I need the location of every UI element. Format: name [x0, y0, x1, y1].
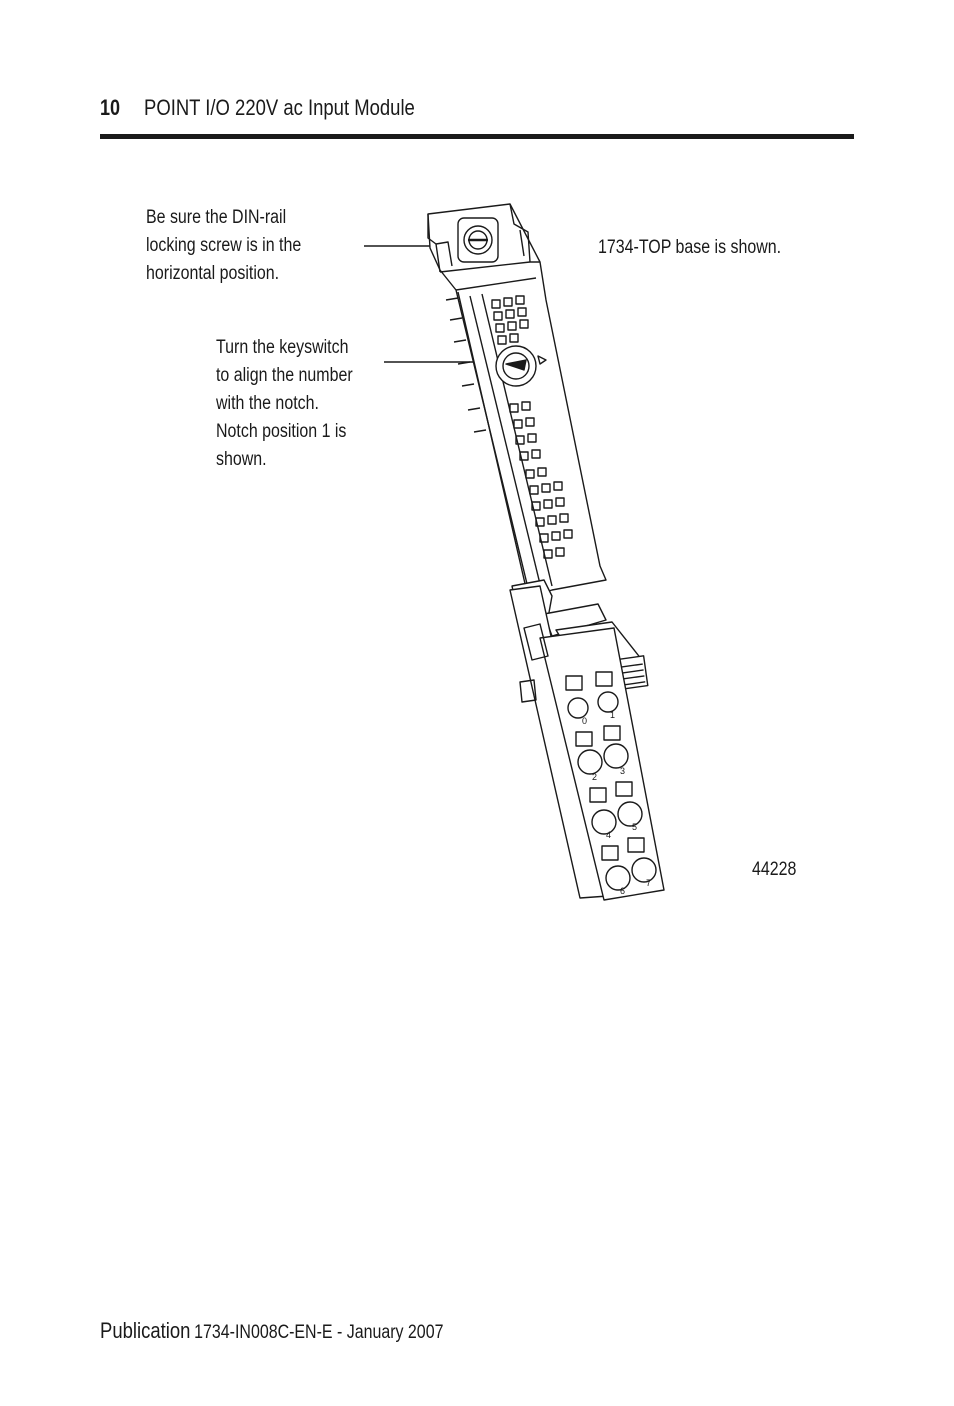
mounting-base-body	[427, 203, 607, 595]
page-title: POINT I/O 220V ac Input Module	[144, 95, 415, 120]
terminal-label: 1	[610, 710, 615, 720]
page-number: 10	[100, 95, 121, 120]
din-rail-callout: Be sure the DIN-rail locking screw is in…	[146, 204, 301, 288]
page-footer: Publication 1734-IN008C-EN-E - January 2…	[100, 1318, 443, 1344]
base-callout: 1734-TOP base is shown.	[598, 234, 781, 262]
keyswitch-notch	[537, 355, 547, 365]
keyswitch-pointer	[505, 359, 527, 371]
page-header: 10 POINT I/O 220V ac Input Module	[100, 93, 854, 125]
header-rule	[100, 134, 854, 139]
keyswitch-callout-line: to align the number	[216, 365, 353, 386]
keyswitch-callout-line: shown.	[216, 449, 267, 470]
base-callout-text: 1734-TOP base is shown.	[598, 237, 782, 258]
terminal-label: 0	[582, 716, 587, 726]
footer-label: Publication	[100, 1318, 191, 1343]
keyswitch-callout-line: Turn the keyswitch	[216, 337, 349, 358]
contact-windows	[491, 295, 573, 559]
keyswitch-callout-line: with the notch.	[216, 393, 319, 414]
terminal-label: 5	[632, 822, 637, 832]
figure-id: 44228	[752, 856, 796, 884]
terminal-label: 6	[620, 886, 625, 896]
keyswitch-callout: Turn the keyswitch to align the number w…	[216, 334, 353, 474]
publication-reference: 1734-IN008C-EN-E - January 2007	[194, 1322, 444, 1343]
keyswitch-callout-line: Notch position 1 is	[216, 421, 347, 442]
terminal-label: 3	[620, 766, 625, 776]
figure-id-text: 44228	[752, 859, 797, 880]
din-rail-callout-line: horizontal position.	[146, 263, 280, 284]
terminal-numbers: 0 1 2 3 4 5 6 7	[582, 710, 651, 896]
din-rail-callout-line: locking screw is in the	[146, 235, 302, 256]
din-rail-callout-line: Be sure the DIN-rail	[146, 207, 287, 228]
terminal-label: 7	[646, 878, 651, 888]
terminal-label: 2	[592, 772, 597, 782]
terminal-screws	[565, 671, 657, 891]
side-ribs	[445, 297, 487, 433]
terminal-label: 4	[606, 830, 611, 840]
